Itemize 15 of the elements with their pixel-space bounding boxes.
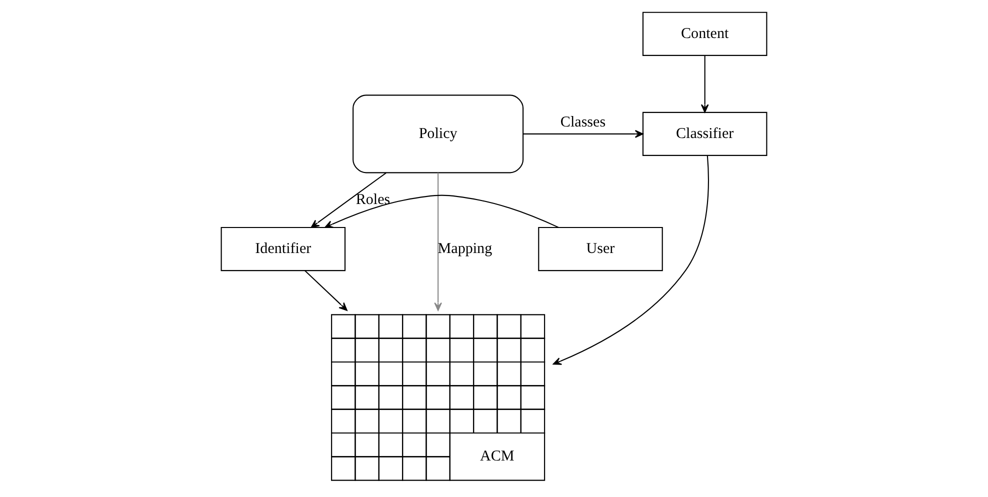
edge-label: Mapping (438, 241, 492, 258)
node-box: Policy (352, 94, 524, 174)
arrow (434, 172, 442, 311)
arrow (552, 155, 709, 365)
arrow (304, 270, 348, 311)
arrow (700, 56, 709, 113)
arrow (324, 194, 559, 228)
node-box: Classifier (642, 112, 768, 156)
arrow (523, 130, 644, 138)
node-box: Content (642, 12, 768, 56)
node-box: Identifier (220, 226, 346, 272)
node-box: User (538, 226, 663, 272)
edge-label: Roles (356, 192, 390, 208)
arrow (310, 172, 386, 228)
edge-label: Classes (560, 114, 606, 131)
